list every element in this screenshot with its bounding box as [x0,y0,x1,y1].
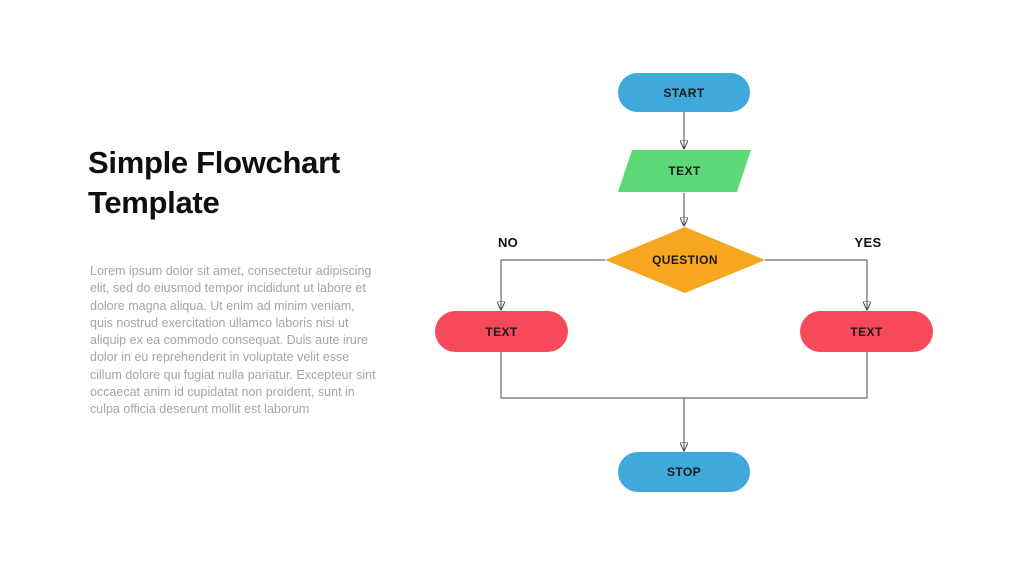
connector-question-yes-branch [765,259,867,309]
edge-label-yes: YES [854,235,882,250]
flowchart-node-branch-left: TEXT [435,311,568,352]
connector-question-no-branch [501,259,605,309]
slide-title: Simple Flowchart Template [88,145,340,220]
start-label: START [663,85,705,100]
connector-branches-merge [500,352,868,399]
question-label: QUESTION [652,253,718,267]
slide-description: Lorem ipsum dolor sit amet, consectetur … [90,264,376,417]
left-branch-label: TEXT [485,324,518,339]
input-label: TEXT [668,164,701,178]
flowchart-node-stop: STOP [618,452,750,492]
edge-label-no: NO [497,235,519,250]
stop-label: STOP [666,465,702,479]
flowchart-node-branch-right: TEXT [800,311,933,352]
right-branch-label: TEXT [850,324,883,339]
flowchart-node-input-parallelogram: TEXT [618,150,751,192]
flowchart-node-start: START [618,73,750,112]
